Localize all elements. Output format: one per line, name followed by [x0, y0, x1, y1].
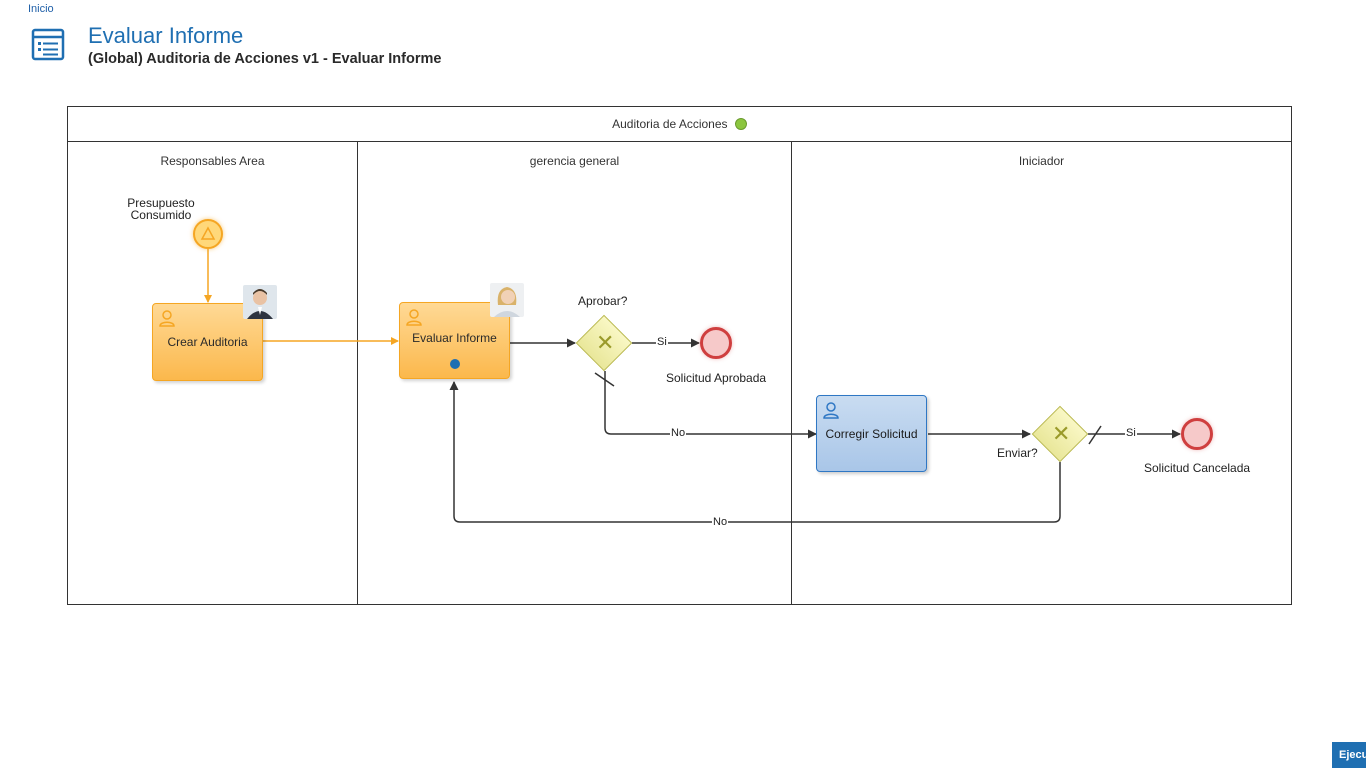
end-event-label: Solicitud Cancelada [1144, 461, 1251, 475]
lane-iniciador: Iniciador [792, 142, 1291, 604]
lane-title: gerencia general [529, 154, 620, 168]
breadcrumb-home[interactable]: Inicio [28, 3, 54, 15]
user-icon [823, 402, 839, 419]
end-event-solicitud-aprobada[interactable] [700, 327, 732, 359]
pool-header: Auditoria de Acciones [68, 107, 1291, 142]
execute-button[interactable]: Ejecutar [1332, 742, 1366, 768]
exclusive-x-icon: ✕ [1052, 421, 1071, 446]
task-label: Crear Auditoria [167, 335, 248, 349]
flow-label-si: Si [1125, 427, 1137, 439]
form-list-icon [31, 28, 65, 61]
default-flow-slash [594, 372, 615, 387]
start-event-label-line: Consumido [130, 208, 192, 222]
task-corregir-solicitud[interactable]: Corregir Solicitud [816, 395, 927, 472]
pool-title: Auditoria de Acciones [612, 117, 728, 131]
process-pool: Auditoria de Acciones Responsables Area … [67, 106, 1292, 605]
pool-status-indicator [734, 118, 747, 130]
flow-label-no: No [712, 516, 729, 528]
end-event-solicitud-cancelada[interactable] [1181, 418, 1213, 450]
default-flow-slash [1088, 425, 1102, 445]
exclusive-x-icon: ✕ [596, 330, 615, 355]
flow-label-si: Si [656, 336, 668, 348]
user-icon [406, 309, 422, 326]
user-icon [159, 310, 175, 327]
flow-label-no: No [670, 427, 687, 439]
lane-title: Responsables Area [160, 154, 265, 168]
lane-title: Iniciador [1018, 154, 1065, 168]
page-subtitle: (Global) Auditoria de Acciones v1 - Eval… [88, 51, 442, 67]
male-user-avatar [243, 285, 277, 319]
flow-enviar-no [449, 381, 1061, 523]
lane-responsables-area: Responsables Area [68, 142, 358, 604]
end-event-label: Solicitud Aprobada [666, 371, 767, 385]
current-task-marker [450, 359, 460, 369]
task-label: Evaluar Informe [412, 330, 497, 345]
task-label: Corregir Solicitud [825, 426, 918, 441]
gateway-label: Enviar? [997, 446, 1038, 460]
pool-title-row: Auditoria de Acciones [68, 117, 1291, 131]
gateway-label: Aprobar? [578, 294, 628, 308]
signal-triangle-icon [200, 226, 216, 240]
flow-aprobar-no [604, 371, 817, 439]
start-event-label-line: Presupuesto [127, 196, 195, 210]
start-event[interactable] [193, 219, 223, 249]
lane-gerencia-general: gerencia general [358, 142, 792, 604]
start-event-label: Presupuesto Consumido [116, 197, 206, 221]
female-user-avatar [490, 283, 524, 317]
page-title: Evaluar Informe [88, 23, 244, 48]
